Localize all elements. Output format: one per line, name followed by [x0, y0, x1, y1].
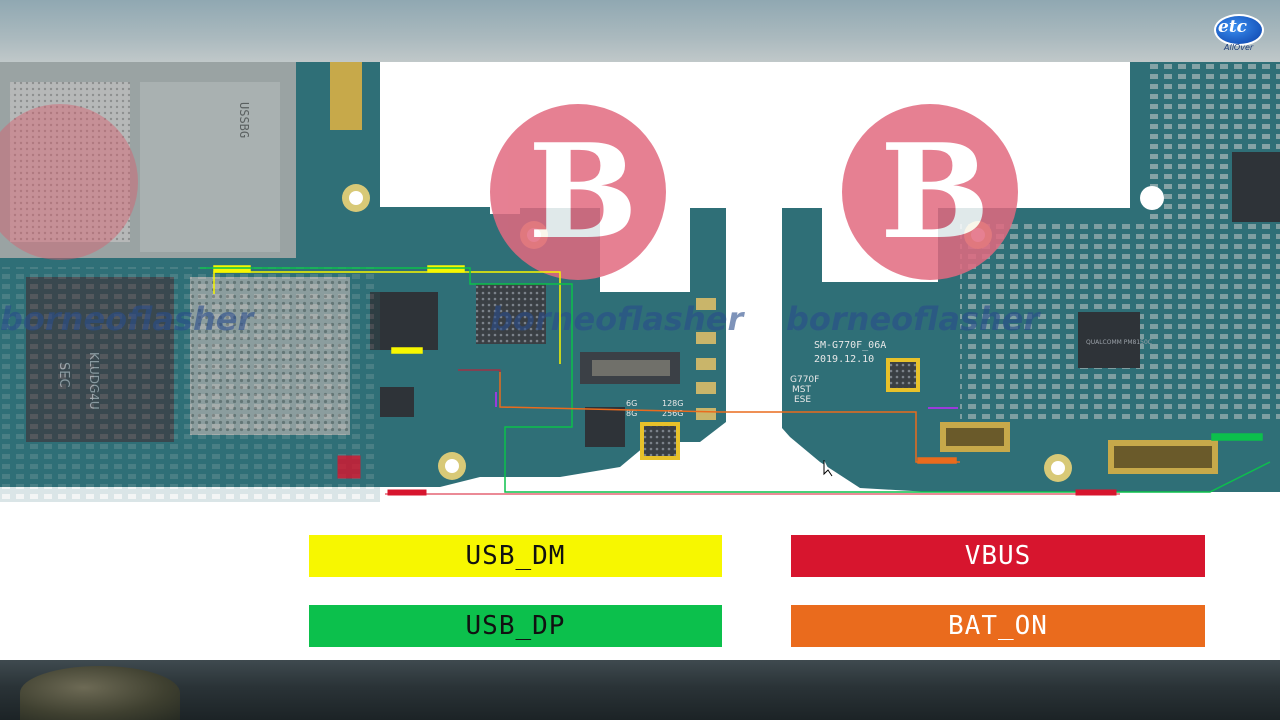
- svg-text:B: B: [880, 115, 990, 268]
- legend-usb-dm: USB_DM: [309, 535, 722, 577]
- usb-dp-trace: [200, 267, 1271, 493]
- sim-tray-label: USSBG: [237, 102, 251, 138]
- vbus-trace: [337, 369, 1120, 496]
- legend-usb-dp: USB_DP: [309, 605, 722, 647]
- logo-subtext: AllOver: [1224, 43, 1254, 52]
- svg-text:B: B: [528, 115, 638, 268]
- bat-on-trace: [499, 372, 960, 464]
- background-tree: [20, 666, 180, 720]
- pmic-label: QUALCOMM PM8150C: [1086, 339, 1152, 346]
- logo-text: etc: [1218, 17, 1248, 37]
- board-ese-silkscreen: ESE: [794, 395, 811, 405]
- mouse-cursor-icon: [823, 460, 833, 477]
- legend-usb-dp-label: USB_DP: [465, 611, 566, 641]
- board-mst-silkscreen: MST: [792, 385, 811, 395]
- board-date-silkscreen: 2019.12.10: [814, 354, 874, 365]
- watermark-logo-far-left: [0, 104, 138, 260]
- ram-label-6g: 6G: [626, 399, 637, 408]
- left-board: USSBG SEC KLUDG4U 128G 256G 6G 8G: [0, 62, 726, 502]
- watermark-logo-right: B: [842, 104, 1018, 280]
- watermark-text-left: borneoflasher: [0, 300, 255, 338]
- board-code-silkscreen: G770F: [790, 375, 819, 385]
- watermark-logo-left: B: [490, 104, 666, 280]
- legend-usb-dm-label: USB_DM: [465, 541, 566, 571]
- watermark-text-mid: borneoflasher: [490, 300, 745, 338]
- usb-dm-trace: [213, 265, 561, 364]
- channel-logo: etc AllOver: [1206, 14, 1268, 56]
- background-sky: [0, 0, 1280, 62]
- background-landscape: [0, 660, 1280, 720]
- pcb-board-image: USSBG SEC KLUDG4U 128G 256G 6G 8G: [0, 62, 1280, 502]
- watermark-text-right: borneoflasher: [786, 300, 1041, 338]
- logo-badge-icon: [1214, 14, 1264, 46]
- legend-vbus-label: VBUS: [964, 541, 1032, 571]
- ram-label-8g: 8G: [626, 409, 637, 418]
- legend-bat-on: BAT_ON: [791, 605, 1205, 647]
- legend-vbus: VBUS: [791, 535, 1205, 577]
- legend-bat-on-label: BAT_ON: [948, 611, 1048, 641]
- right-board: QUALCOMM PM8150C SM-G770F_06A 2019.12.10…: [782, 62, 1280, 492]
- misc-purple-trace: [495, 392, 958, 409]
- storage-label-128: 128G: [662, 399, 683, 408]
- storage-label-256: 256G: [662, 409, 683, 418]
- board-model-silkscreen: SM-G770F_06A: [814, 340, 886, 351]
